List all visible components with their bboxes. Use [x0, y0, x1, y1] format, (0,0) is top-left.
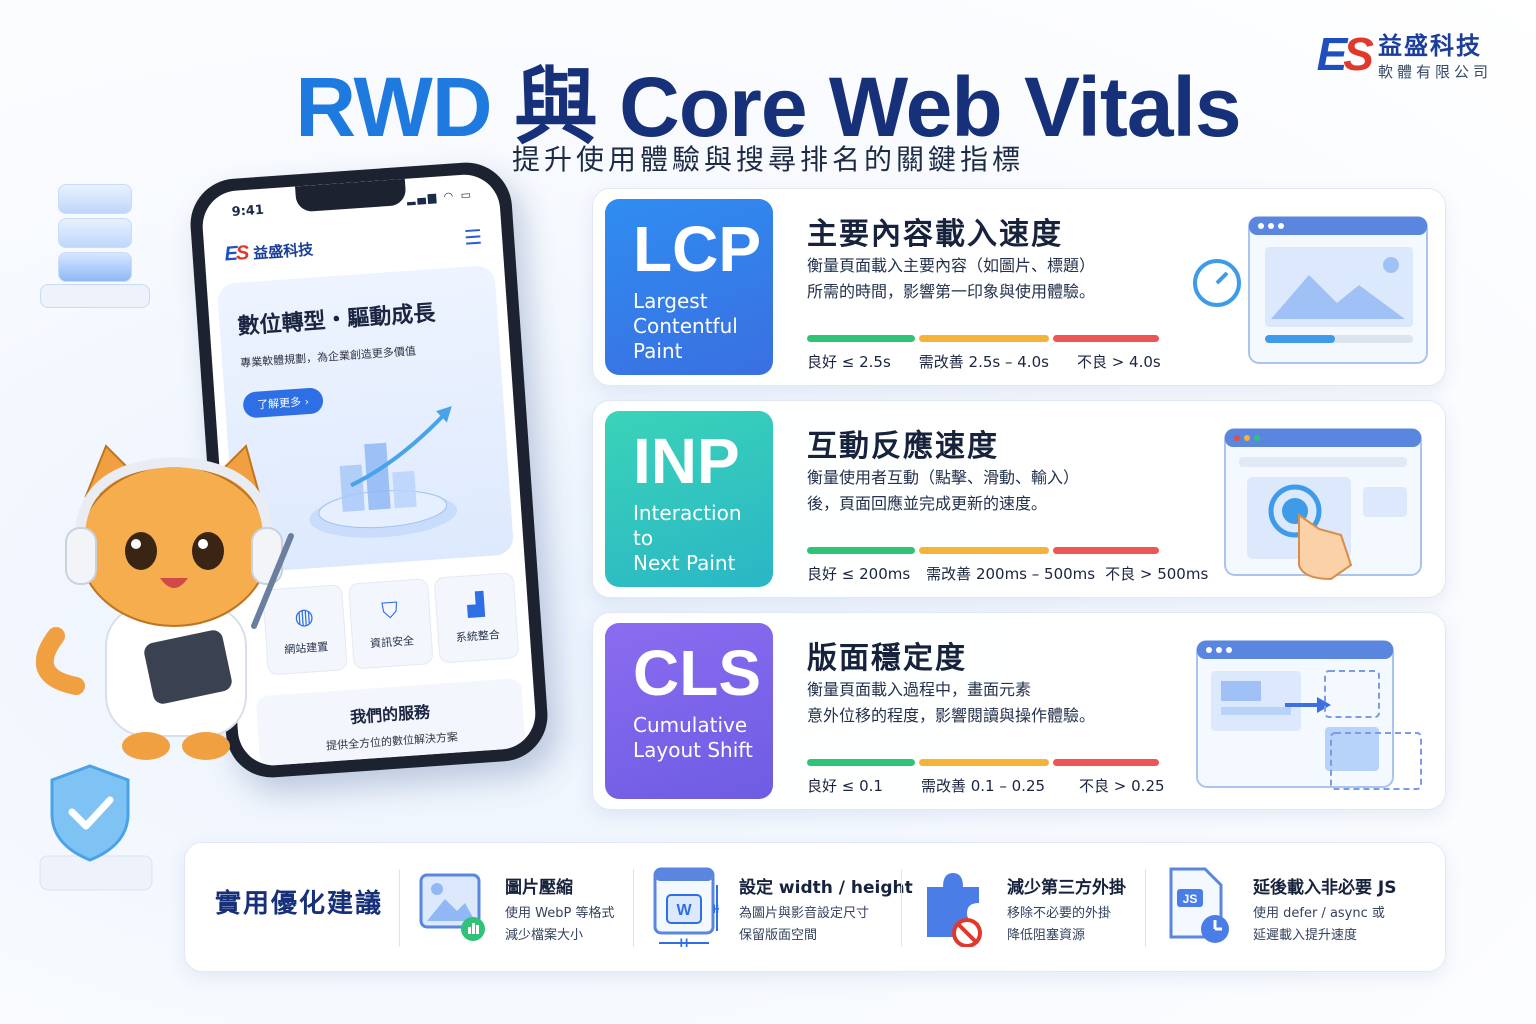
growth-chart-icon	[309, 406, 458, 538]
logo-name: 益盛科技	[1377, 32, 1482, 60]
service-integration[interactable]: ▟系統整合	[433, 572, 520, 664]
puzzle-icon	[927, 873, 982, 947]
click-interaction-illustration-icon	[1224, 428, 1422, 581]
inp-threshold-bar	[807, 547, 1159, 554]
lcp-description: 衡量頁面載入主要內容（如圖片、標題）所需的時間，影響第一印象與使用體驗。	[807, 256, 1096, 301]
services-grid: ◍網站建置 ⛉資訊安全 ▟系統整合	[262, 572, 520, 676]
phone-notch	[295, 178, 407, 213]
hero-subtitle: 專業軟體規劃，為企業創造更多價值	[239, 344, 417, 370]
logo-mark: ES	[1316, 28, 1374, 80]
app-logo-icon: ES	[223, 241, 248, 266]
app-bar: ES 益盛科技 ☰	[224, 222, 483, 270]
inp-title: 互動反應速度	[807, 429, 999, 464]
shield-icon: ⛉	[380, 597, 399, 624]
dimension-h-bottom-label: H	[680, 936, 689, 947]
phone-screen: 9:41 ▂▄▆ ◠ ▭ ES 益盛科技 ☰ 數位轉型・驅動成長 專業軟體規劃，…	[200, 172, 538, 768]
js-file-label: JS	[1183, 892, 1198, 906]
status-icons: ▂▄▆ ◠ ▭	[406, 188, 474, 206]
bar-chart-icon: ▟	[466, 591, 485, 618]
status-time: 9:41	[231, 202, 265, 220]
globe-icon: ◍	[293, 603, 315, 631]
inp-description: 衡量使用者互動（點擊、滑動、輸入）後，頁面回應並完成更新的速度。	[807, 468, 1080, 513]
image-icon	[419, 873, 485, 941]
company-logo: ES 益盛科技 軟體有限公司	[1317, 26, 1492, 82]
layout-shift-illustration-icon	[1196, 640, 1422, 790]
app-brand-name: 益盛科技	[252, 239, 314, 263]
server-stack-decoration	[40, 180, 150, 320]
optimization-tips: 實用優化建議 圖片壓縮 使用 WebP 等格式減少檔案大小 W H H 設定 w…	[184, 842, 1446, 972]
lcp-title: 主要內容載入速度	[807, 217, 1063, 252]
page-title: RWD 與 Core Web Vitals	[295, 60, 1241, 154]
page-subtitle: 提升使用體驗與搜尋排名的關鍵指標	[511, 143, 1024, 176]
our-services: 我們的服務 提供全方位的數位解決方案	[255, 677, 526, 767]
service-security[interactable]: ⛉資訊安全	[347, 578, 434, 670]
menu-icon[interactable]: ☰	[463, 224, 483, 250]
dimension-icon: W H H	[653, 867, 719, 947]
security-shield-decoration	[36, 760, 156, 900]
app-brand[interactable]: ES 益盛科技	[224, 237, 314, 266]
logo-tagline: 軟體有限公司	[1377, 63, 1492, 81]
cls-title: 版面穩定度	[807, 641, 967, 676]
dimension-h-side-label: H	[713, 902, 719, 916]
cls-threshold-bar	[807, 759, 1159, 766]
cls-description: 衡量頁面載入過程中，畫面元素意外位移的程度，影響閱讀與操作體驗。	[807, 680, 1096, 725]
hero-title: 數位轉型・驅動成長	[236, 301, 437, 340]
js-file-icon: JS	[1169, 867, 1229, 943]
hero-section: 數位轉型・驅動成長 專業軟體規劃，為企業創造更多價值 了解更多 ›	[216, 264, 515, 574]
tips-heading: 實用優化建議	[215, 889, 384, 919]
page-load-illustration-icon	[1193, 216, 1428, 364]
lcp-threshold-bar	[807, 335, 1159, 342]
phone-mockup: 9:41 ▂▄▆ ◠ ▭ ES 益盛科技 ☰ 數位轉型・驅動成長 專業軟體規劃，…	[187, 159, 551, 781]
dimension-w-label: W	[676, 902, 692, 919]
cat-mascot-icon	[36, 444, 294, 760]
